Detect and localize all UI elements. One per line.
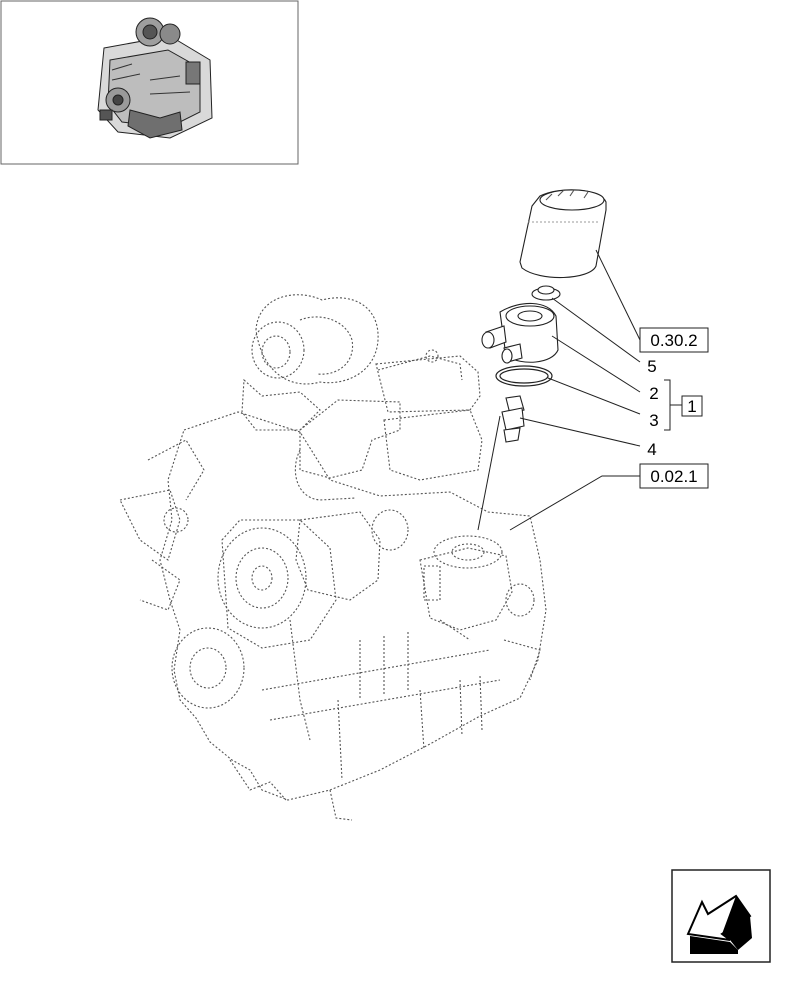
oil-cooler-part-2-icon xyxy=(481,302,559,364)
callout-item-3: 3 xyxy=(649,411,658,430)
callout-item-5: 5 xyxy=(647,357,656,376)
nipple-part-5-icon xyxy=(531,285,561,301)
previous-page-arrow-icon xyxy=(686,894,752,954)
oil-pressure-sensor-part-4-icon xyxy=(501,395,525,443)
thumbnail-frame[interactable] xyxy=(0,0,299,165)
callout-ref-0-30-2-label: 0.30.2 xyxy=(650,331,697,350)
callout-ref-0-30-2[interactable]: 0.30.2 xyxy=(639,327,709,353)
engine-exploded-view-icon xyxy=(119,294,547,821)
gasket-part-3-icon xyxy=(495,365,553,387)
callout-group-1[interactable]: 1 xyxy=(681,395,703,417)
engine-thumbnail-icon xyxy=(97,17,213,139)
previous-page-button[interactable] xyxy=(671,869,771,963)
leader-lines xyxy=(477,249,682,531)
callout-item-4: 4 xyxy=(647,440,656,459)
oil-filter-icon xyxy=(519,189,607,279)
callout-ref-0-02-1-label: 0.02.1 xyxy=(650,467,697,486)
callout-group-1-label: 1 xyxy=(687,397,696,416)
callout-item-2: 2 xyxy=(649,384,658,403)
callout-ref-0-02-1[interactable]: 0.02.1 xyxy=(639,463,709,489)
